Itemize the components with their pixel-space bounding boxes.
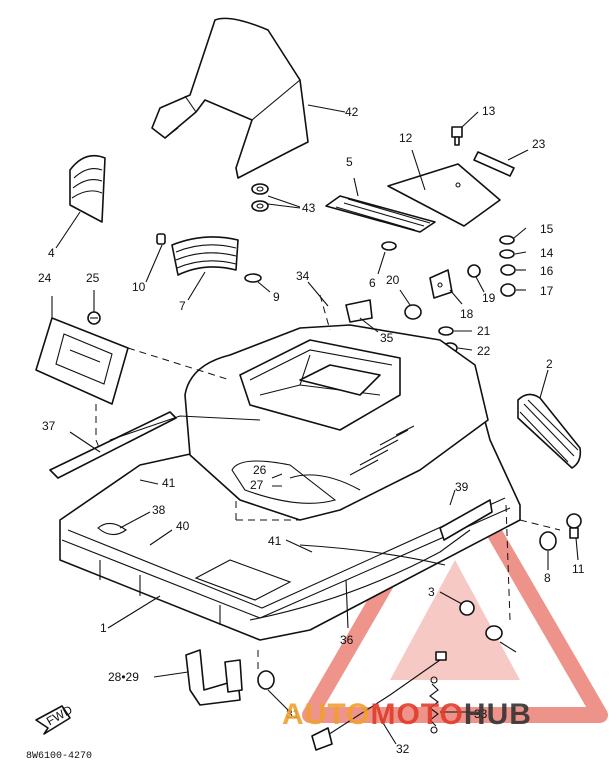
- part-17-nut: [500, 283, 516, 297]
- callout-leader-lines: [51, 104, 579, 745]
- callout-33: 34: [296, 269, 310, 283]
- part-6-grommet: [381, 241, 397, 251]
- part-16-washer: [500, 264, 516, 276]
- callout-26: 26: [253, 463, 267, 477]
- part-31-release-cable: [311, 651, 447, 751]
- part-20-nut: [404, 304, 422, 320]
- watermark-text-hub: HUB: [464, 698, 532, 731]
- part-10-clip: [156, 233, 166, 245]
- part-30-knob: [257, 670, 275, 690]
- callout-19: 19: [482, 291, 496, 305]
- callout-11: 11: [572, 562, 585, 576]
- part-7-grille: [171, 236, 239, 276]
- callout-13: 13: [482, 104, 496, 118]
- part-40-seal-upper: [109, 415, 261, 441]
- part-19-bolt: [467, 264, 481, 278]
- callout-39: 40: [176, 519, 190, 533]
- part-12-plate: [387, 163, 501, 227]
- front-direction-arrow: FWD: [35, 702, 75, 735]
- part-25-screw: [87, 311, 101, 325]
- callout-1: 1: [100, 621, 107, 635]
- part-24-panel: [35, 317, 129, 405]
- part-14-washer: [499, 249, 515, 259]
- callout-27: 27: [250, 478, 264, 492]
- callout-18: 18: [460, 307, 474, 321]
- callout-labels: 42 43 4 10 7 9 24 25 5 12 13 23 15 14 16…: [38, 104, 585, 756]
- part-41-seat-cover: [151, 17, 309, 179]
- callout-40-upper: 41: [162, 476, 176, 490]
- callout-25: 25: [86, 271, 100, 285]
- callout-20: 20: [386, 273, 400, 287]
- callout-17: 17: [540, 284, 554, 298]
- callout-34: 35: [380, 331, 394, 345]
- callout-30: 31: [286, 707, 300, 721]
- callout-15: 15: [540, 222, 554, 236]
- callout-37: 38: [152, 503, 166, 517]
- callout-41: 42: [345, 105, 359, 119]
- part-35-cable: [249, 529, 471, 621]
- part-2-side-grille: [517, 393, 582, 469]
- watermark-text-auto: AUTO: [282, 698, 370, 731]
- callout-4: 4: [48, 246, 55, 260]
- part-32-spring: [429, 676, 439, 734]
- watermark-logo: AUTOMOTOHUB: [282, 698, 532, 731]
- callout-14: 14: [540, 246, 554, 260]
- callout-2: 2: [546, 357, 553, 371]
- callout-8: 8: [544, 571, 551, 585]
- part-34-decal: [345, 299, 373, 323]
- part-43-nut: [485, 625, 503, 641]
- callout-40-lower: 41: [268, 534, 282, 548]
- callout-28-29: 28•29: [108, 670, 139, 684]
- part-21-washer: [438, 326, 454, 336]
- callout-9: 9: [273, 290, 280, 304]
- part-15-washer: [499, 235, 515, 245]
- part-42-grommets: [251, 183, 269, 212]
- svg-text:AUTOMOTOHUB: AUTOMOTOHUB: [282, 698, 532, 731]
- callout-31: 32: [396, 742, 410, 756]
- callout-36: 37: [42, 419, 56, 433]
- part-8-damper: [539, 531, 557, 551]
- callout-22: 22: [477, 344, 491, 358]
- part-4-vent-louver: [69, 154, 106, 223]
- part-11-bolt: [566, 513, 582, 539]
- document-code: 8W6100-4270: [26, 751, 92, 762]
- part-13-bolt: [451, 126, 463, 146]
- callout-42: 43: [302, 201, 316, 215]
- callout-10: 10: [132, 280, 146, 294]
- part-40-seal-lower: [299, 544, 446, 566]
- part-9-clamp: [244, 273, 262, 283]
- part-5-grille-panel: [325, 195, 436, 233]
- callout-12: 12: [399, 131, 413, 145]
- part-3-grommet: [459, 600, 475, 616]
- callout-6: 6: [369, 276, 376, 290]
- callout-35: 36: [340, 633, 354, 647]
- callout-24: 24: [38, 271, 52, 285]
- callout-32: 33: [474, 707, 488, 721]
- callout-21: 21: [477, 324, 491, 338]
- callout-16: 16: [540, 264, 554, 278]
- part-18-bracket: [429, 269, 453, 299]
- callout-3: 3: [428, 585, 435, 599]
- watermark-text-moto: MOTO: [370, 698, 463, 731]
- callout-23: 23: [532, 137, 546, 151]
- assembly-guide-lines: [95, 294, 561, 670]
- part-28-29-latch: [185, 649, 243, 706]
- callout-5: 5: [346, 155, 353, 169]
- part-23-rod: [473, 151, 515, 177]
- callout-7: 7: [179, 299, 186, 313]
- callout-38: 39: [455, 480, 469, 494]
